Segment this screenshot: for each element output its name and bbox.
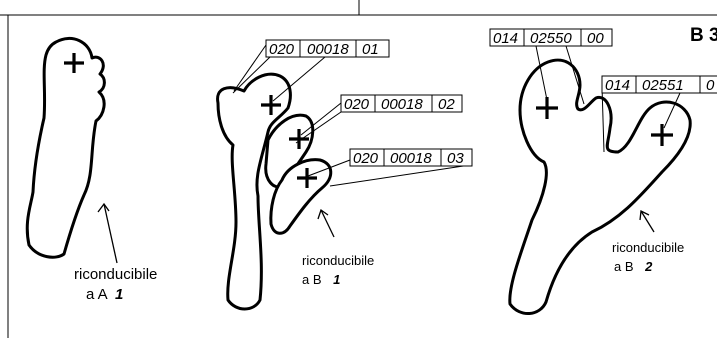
- parcel-outline-right: [508, 58, 692, 315]
- code-number: 02551: [642, 77, 684, 94]
- parcel-code-label: 014 02550 00: [489, 28, 613, 47]
- caption-prefix: a B: [302, 272, 322, 287]
- plus-icon: [651, 124, 673, 146]
- plus-icon: [261, 95, 281, 115]
- parcel-left: riconducibile a A 1: [25, 36, 157, 303]
- code-number: 02550: [530, 30, 572, 47]
- caption-line2: a B 2: [614, 259, 653, 274]
- code-sheet: 020: [344, 96, 370, 113]
- arrow-icon: [639, 210, 655, 233]
- parcel-code-label: 020 00018 03: [349, 148, 473, 167]
- plus-icon: [64, 53, 84, 73]
- caption-prefix: a A: [86, 286, 108, 303]
- parcel-middle: 020 00018 01 020 00018 02 020 00018 03 r…: [216, 39, 473, 311]
- caption-line2: a A 1: [86, 286, 123, 303]
- code-sheet: 014: [493, 30, 518, 47]
- code-sheet: 020: [269, 41, 295, 58]
- code-number: 00018: [381, 96, 423, 113]
- parcel-outline-middle: [216, 72, 292, 311]
- code-sub: 00: [587, 30, 604, 47]
- code-sheet: 014: [605, 77, 630, 94]
- plus-icon: [289, 129, 309, 149]
- parcel-lobe-02: [264, 113, 315, 189]
- caption-line1: riconducibile: [612, 240, 684, 255]
- section-label: B 3: [690, 25, 717, 46]
- code-sub: 0: [706, 77, 715, 94]
- code-sub: 03: [447, 150, 464, 167]
- arrow-icon: [97, 202, 118, 264]
- caption-number: 1: [115, 286, 123, 303]
- parcel-outline-left: [25, 36, 106, 259]
- parcel-right: 014 02550 00 014 02551 0 riconducibile a…: [489, 28, 717, 315]
- caption-prefix: a B: [614, 259, 634, 274]
- code-sub: 02: [438, 96, 455, 113]
- plus-icon: [297, 168, 317, 188]
- plus-icon: [536, 97, 558, 119]
- code-sub: 01: [362, 41, 379, 58]
- caption-line2: a B 1: [302, 272, 340, 287]
- code-number: 00018: [390, 150, 432, 167]
- leader-lines: [232, 44, 471, 187]
- arrow-icon: [317, 208, 335, 238]
- caption-number: 2: [644, 259, 653, 274]
- caption-line1: riconducibile: [302, 253, 374, 268]
- code-number: 00018: [307, 41, 349, 58]
- leader-lines: [535, 45, 681, 153]
- caption-number: 1: [333, 272, 340, 287]
- parcel-code-label: 020 00018 01: [265, 39, 390, 58]
- code-sheet: 020: [353, 150, 379, 167]
- parcel-code-label: 020 00018 02: [340, 94, 463, 113]
- caption-line1: riconducibile: [74, 266, 157, 283]
- parcel-code-label: 014 02551 0: [601, 75, 717, 94]
